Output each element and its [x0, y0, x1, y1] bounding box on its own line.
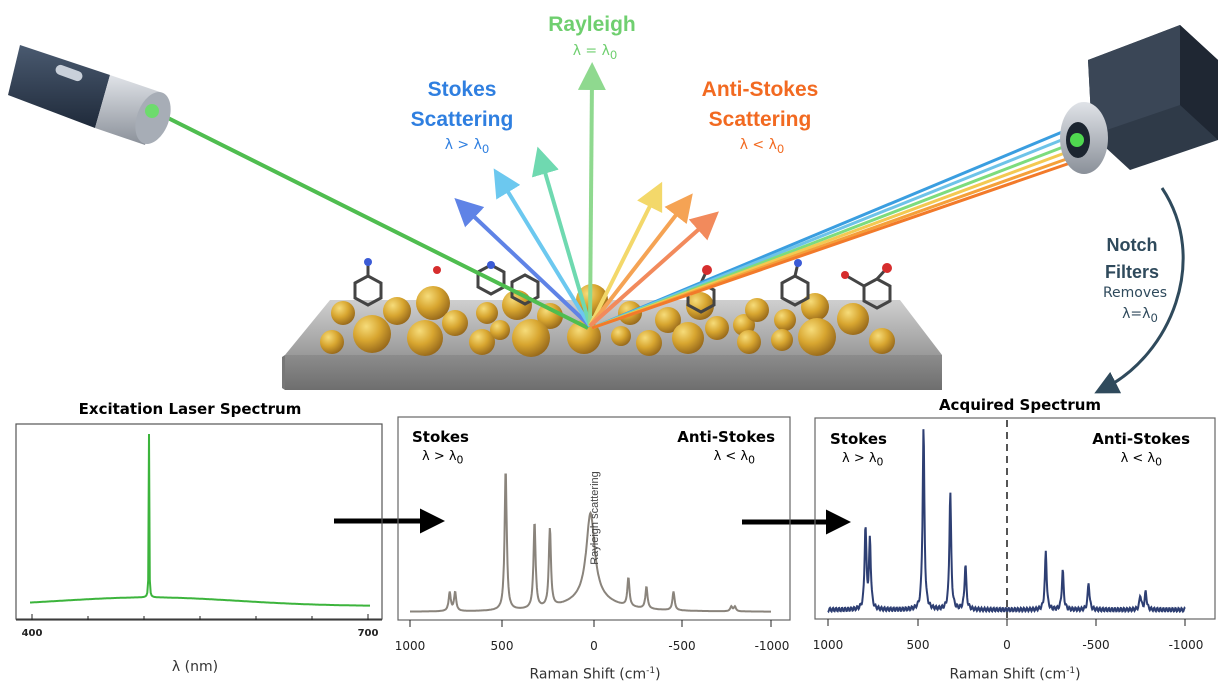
excitation-axis — [16, 614, 382, 621]
notch-arrow — [1094, 187, 1185, 394]
acquired-spectrum-line — [827, 429, 1186, 614]
raman-tick-1000: 1000 — [394, 639, 426, 653]
notch-title-2: Filters — [1104, 262, 1160, 282]
acquired-axis — [827, 619, 1186, 626]
acquired-tick-neg500: -500 — [1082, 638, 1110, 652]
notch-title-1: Notch — [1106, 235, 1158, 255]
anti-stokes-title-2: Scattering — [708, 108, 812, 131]
excitation-tick-400: 400 — [21, 628, 43, 639]
raman-stokes-label: Stokes — [412, 428, 469, 446]
raman-tick-neg1000: -1000 — [754, 639, 790, 653]
collected-beams — [591, 128, 1077, 330]
anti-stokes-title-1: Anti-Stokes — [701, 78, 819, 101]
raman-anti-relation: λ < λ0 — [713, 449, 755, 467]
raman-axis — [409, 620, 772, 627]
stokes-title-2: Scattering — [410, 108, 514, 131]
acquired-tick-0: 0 — [1003, 638, 1011, 652]
raman-anti-label: Anti-Stokes — [677, 428, 775, 446]
molecules — [353, 262, 892, 314]
rayleigh-annotation: Rayleigh scattering — [589, 471, 601, 565]
rayleigh-title: Rayleigh — [548, 13, 636, 36]
excitation-frame — [15, 423, 383, 620]
excitation-spectrum-line — [30, 433, 370, 607]
laser-source-icon — [8, 45, 171, 145]
excitation-tick-700: 700 — [357, 628, 379, 639]
acquired-xlabel: Raman Shift (cm-1) — [949, 666, 1081, 683]
stokes-title-1: Stokes — [427, 78, 497, 101]
acquired-stokes-relation: λ > λ0 — [842, 451, 884, 469]
acquired-anti-label: Anti-Stokes — [1092, 430, 1190, 448]
raman-tick-500: 500 — [490, 639, 514, 653]
raman-spectrum-line — [410, 473, 771, 613]
acquired-title: Acquired Spectrum — [938, 396, 1102, 414]
notch-desc-2: λ=λ0 — [1122, 306, 1158, 325]
rayleigh-relation: λ = λ0 — [572, 43, 618, 62]
acquired-anti-relation: λ < λ0 — [1120, 451, 1162, 469]
anti-stokes-relation: λ < λ0 — [739, 137, 785, 156]
detector-camera-icon — [1060, 25, 1218, 174]
raman-tick-neg500: -500 — [668, 639, 696, 653]
notch-desc-1: Removes — [1102, 285, 1168, 301]
gold-nanoparticles — [320, 284, 895, 357]
excitation-chart — [30, 433, 370, 607]
raman-chart — [410, 473, 771, 613]
incident-beam — [151, 108, 589, 330]
acquired-tick-500: 500 — [906, 638, 930, 652]
excitation-title: Excitation Laser Spectrum — [78, 400, 302, 418]
raman-stokes-relation: λ > λ0 — [422, 449, 464, 467]
raman-tick-0: 0 — [590, 639, 598, 653]
excitation-xlabel: λ (nm) — [171, 659, 219, 675]
stokes-relation: λ > λ0 — [444, 137, 490, 156]
raman-xlabel: Raman Shift (cm-1) — [529, 666, 661, 683]
acquired-stokes-label: Stokes — [830, 430, 887, 448]
acquired-chart — [827, 429, 1186, 614]
acquired-tick-neg1000: -1000 — [1168, 638, 1204, 652]
acquired-tick-1000: 1000 — [812, 638, 844, 652]
acquired-frame — [814, 417, 1216, 620]
scatter-arrows — [454, 62, 719, 328]
